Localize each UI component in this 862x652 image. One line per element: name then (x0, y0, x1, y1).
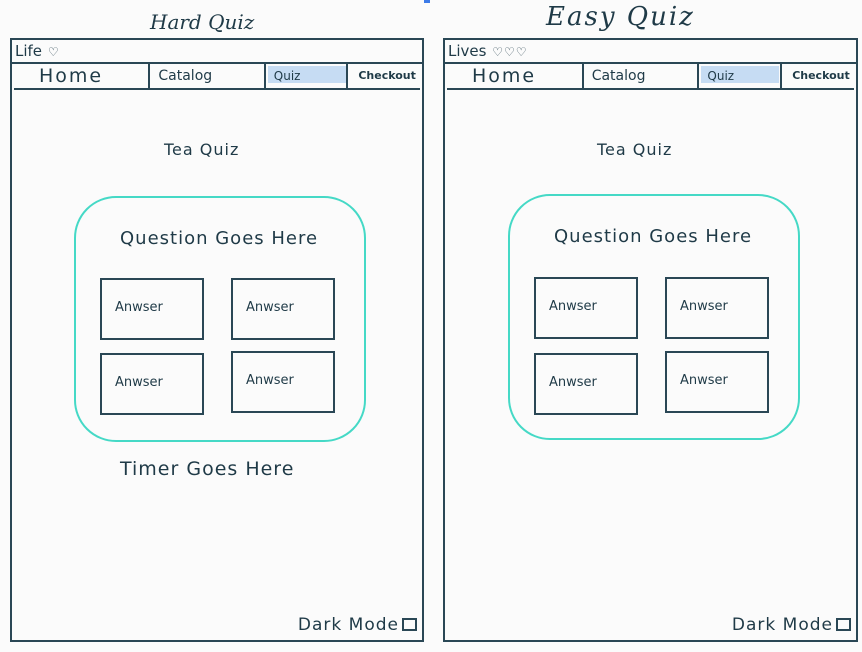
answer-button-4[interactable]: Anwser (231, 351, 335, 413)
timer-text: Timer Goes Here (120, 458, 295, 480)
hard-quiz-frame: Life ♡ Home Catalog Quiz Checkout Tea Qu… (10, 38, 424, 642)
lives-bar: Lives ♡♡♡ (445, 40, 856, 64)
tab-quiz[interactable]: Quiz (699, 64, 783, 88)
quiz-box: Question Goes Here Anwser Anwser Anwser … (74, 196, 366, 442)
active-tab-highlight (701, 66, 780, 83)
easy-quiz-frame: Lives ♡♡♡ Home Catalog Quiz Checkout Tea… (443, 38, 858, 642)
dark-mode-toggle[interactable]: Dark Mode (732, 615, 851, 635)
tab-quiz-label: Quiz (273, 69, 301, 83)
dark-mode-toggle[interactable]: Dark Mode (298, 615, 417, 635)
tab-quiz-label: Quiz (707, 69, 735, 83)
easy-quiz-title: Easy Quiz (546, 2, 695, 32)
page-title: Tea Quiz (597, 140, 673, 159)
heart-icon: ♡ (47, 45, 59, 59)
question-text: Question Goes Here (554, 226, 753, 247)
answer-button-3[interactable]: Anwser (100, 353, 204, 415)
answer-button-1[interactable]: Anwser (534, 277, 638, 339)
tab-quiz[interactable]: Quiz (266, 64, 349, 88)
heart-icon: ♡ (492, 45, 503, 59)
answer-button-3[interactable]: Anwser (534, 353, 638, 415)
nav-bar: Home Catalog Quiz Checkout (447, 64, 854, 90)
hard-quiz-title: Hard Quiz (150, 10, 255, 34)
heart-icon: ♡ (515, 45, 527, 59)
answer-button-4[interactable]: Anwser (665, 351, 769, 413)
life-bar: Life ♡ (12, 40, 422, 64)
dark-mode-checkbox[interactable] (402, 618, 417, 631)
tab-home[interactable]: Home (447, 64, 584, 88)
dark-mode-label: Dark Mode (731, 615, 833, 635)
cursor-marker (424, 0, 430, 3)
lives-label: Lives (448, 42, 487, 60)
tab-catalog[interactable]: Catalog (584, 64, 700, 88)
tab-catalog[interactable]: Catalog (150, 64, 266, 88)
quiz-box: Question Goes Here Anwser Anwser Anwser … (508, 194, 800, 440)
life-label: Life (15, 42, 43, 60)
answer-button-2[interactable]: Anwser (665, 277, 769, 339)
page-title: Tea Quiz (164, 140, 240, 159)
dark-mode-label: Dark Mode (297, 615, 399, 635)
answer-button-1[interactable]: Anwser (100, 278, 204, 340)
answer-button-2[interactable]: Anwser (231, 278, 335, 340)
tab-checkout[interactable]: Checkout (792, 69, 850, 82)
tab-home[interactable]: Home (14, 64, 151, 88)
nav-bar: Home Catalog Quiz Checkout (14, 64, 420, 90)
tab-checkout[interactable]: Checkout (358, 69, 416, 82)
active-tab-highlight (267, 66, 346, 83)
dark-mode-checkbox[interactable] (836, 618, 851, 631)
question-text: Question Goes Here (120, 228, 319, 249)
heart-icon: ♡ (504, 45, 515, 59)
